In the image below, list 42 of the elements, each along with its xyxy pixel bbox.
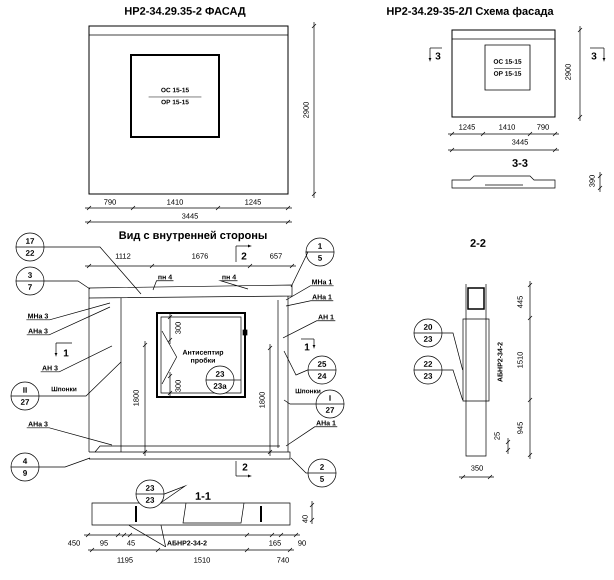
leader-line (442, 332, 463, 370)
leader-line (218, 280, 248, 290)
panel-drawing (88, 284, 292, 460)
leader-line (286, 285, 334, 300)
section-mark: 1 (304, 344, 310, 350)
section-drawing (92, 502, 290, 526)
section-mark: 1 (64, 350, 68, 356)
section-title: 3-3 (512, 159, 528, 167)
leader-line (128, 525, 166, 548)
panel-outline (88, 26, 288, 194)
section-drawing (462, 284, 490, 456)
section-mark: 3 (435, 52, 440, 60)
leader-line (160, 525, 166, 548)
leader-line (160, 484, 188, 503)
leader-line (44, 280, 90, 290)
section-mark: 2 (242, 464, 248, 470)
leader-line (286, 426, 338, 446)
leader-line (162, 356, 177, 384)
section-mark: 3 (591, 52, 596, 60)
leader-line (290, 458, 308, 474)
leader-line (26, 427, 112, 446)
leader-line (282, 320, 336, 338)
leader-line (442, 370, 463, 400)
leader-line (162, 330, 177, 358)
leader-line (26, 302, 110, 320)
view-title: НР2-34.29.35-2 ФАСАД (125, 7, 246, 17)
leader-line (26, 306, 110, 336)
leader-line (39, 458, 90, 468)
leader-line (286, 300, 334, 306)
leader-line (39, 362, 122, 396)
leader-line (284, 350, 308, 376)
panel-outline (452, 30, 556, 118)
section-title: 1-1 (196, 492, 211, 500)
leader-line (284, 400, 316, 404)
section-title: 2-2 (470, 239, 486, 247)
leader-line (290, 252, 309, 288)
leader-line (40, 346, 112, 372)
section-mark: 2 (242, 252, 246, 260)
leader-line (44, 246, 142, 294)
view-title: Вид с внутренней стороны (119, 230, 267, 242)
view-title: НР2-34.29-35-2Л Схема фасада (387, 6, 554, 18)
leader-line (152, 280, 174, 290)
